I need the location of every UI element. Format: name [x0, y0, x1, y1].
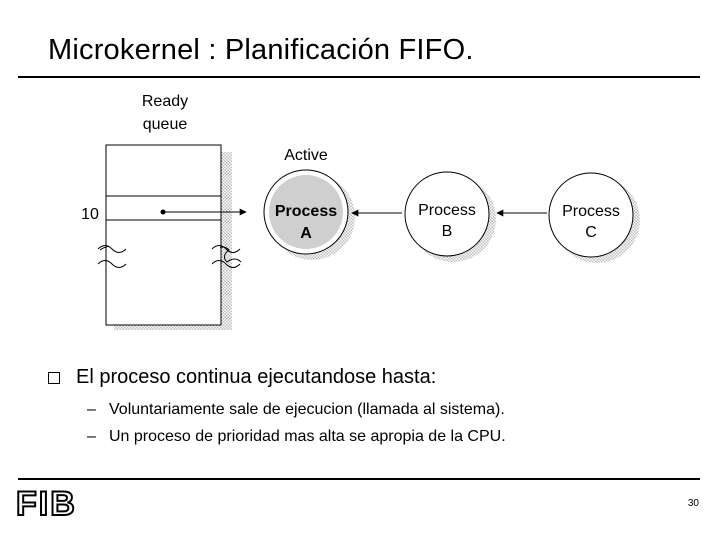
sub-bullet-text: Un proceso de prioridad mas alta se apro…	[109, 428, 506, 445]
process-b-label-line1: Process	[418, 202, 476, 219]
bullet-square-icon	[48, 372, 60, 384]
fib-logo-text: FIB	[16, 486, 77, 520]
process-c-label-line2: C	[585, 224, 597, 241]
queue-pointer-dot	[160, 209, 166, 215]
page-number: 30	[687, 498, 699, 509]
ready-queue-label-line1: Ready	[142, 93, 188, 110]
process-a-label-line2: A	[300, 225, 312, 242]
process-c-label-line1: Process	[562, 203, 620, 220]
queue-break-mark	[214, 246, 242, 263]
active-label: Active	[284, 147, 328, 164]
process-a-fill	[269, 175, 343, 249]
sub-bullet: –Un proceso de prioridad mas alta se apr…	[87, 428, 506, 446]
fib-logo: FIB	[16, 486, 77, 520]
queue-break-wave	[211, 260, 241, 268]
sub-bullet-text: Voluntariamente sale de ejecucion (llama…	[109, 401, 505, 418]
queue-break-gap	[107, 247, 220, 265]
process-c-node	[548, 172, 634, 258]
sub-bullet-dash: –	[87, 428, 96, 445]
process-b-label-line2: B	[442, 223, 453, 240]
ready-queue-box	[105, 144, 222, 326]
bottom-rule	[18, 478, 700, 480]
queue-break-wave	[211, 245, 241, 253]
fifo-diagram: Ready queue 10 Active Process A Process …	[81, 93, 640, 330]
sub-bullet-dash: –	[87, 401, 96, 418]
ready-queue-label-line2: queue	[143, 116, 188, 133]
top-rule	[18, 76, 700, 78]
process-a-label-line1: Process	[275, 203, 337, 220]
main-bullet-text: El proceso continua ejecutandose hasta:	[76, 366, 437, 388]
priority-label: 10	[81, 206, 99, 223]
slide-title: Microkernel : Planificación FIFO.	[48, 34, 474, 66]
queue-break-wave	[97, 245, 127, 253]
process-b-node	[404, 171, 490, 257]
sub-bullet: –Voluntariamente sale de ejecucion (llam…	[87, 401, 505, 419]
queue-break-wave	[97, 260, 127, 268]
